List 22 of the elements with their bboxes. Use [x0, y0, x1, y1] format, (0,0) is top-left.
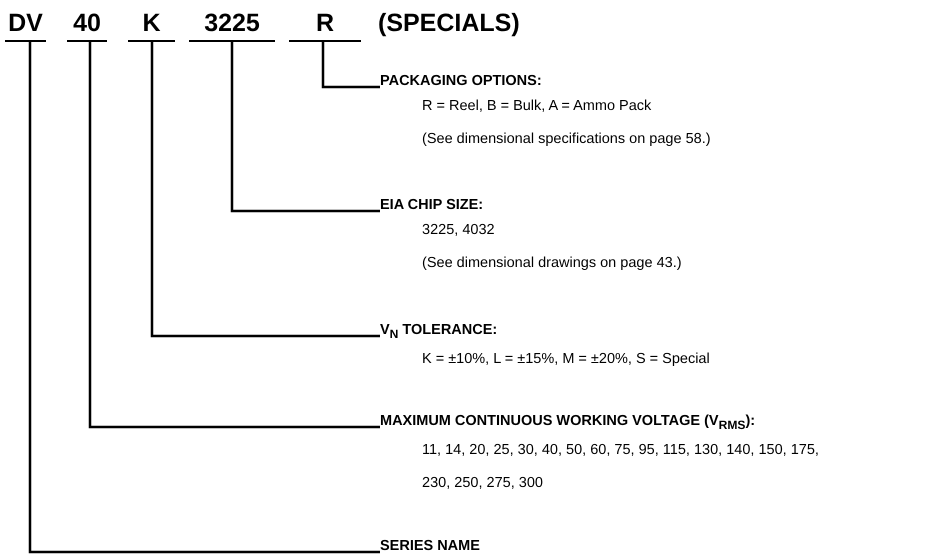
- leader-line: [28, 41, 380, 554]
- code-segment: 3225: [189, 6, 275, 42]
- field-description: R = Reel, B = Bulk, A = Ammo Pack: [422, 97, 652, 116]
- leader-line: [230, 41, 380, 212]
- code-segment: K: [128, 6, 175, 42]
- field-heading: SERIES NAME: [380, 537, 480, 555]
- field-description: K = ±10%, L = ±15%, M = ±20%, S = Special: [422, 350, 710, 369]
- field-description: (See dimensional specifications on page 58.): [422, 130, 711, 149]
- field-description: 3225, 4032: [422, 221, 496, 240]
- field-description: (See dimensional drawings on page 43.): [422, 254, 682, 273]
- leader-line: [88, 41, 380, 428]
- field-heading: MAXIMUM CONTINUOUS WORKING VOLTAGE (V$_{RMS}$):: [380, 412, 756, 434]
- code-segment: R: [289, 6, 361, 42]
- code-segment: 40: [67, 6, 107, 42]
- field-heading: PACKAGING OPTIONS:: [380, 72, 543, 90]
- field-heading: V$_{N}$ TOLERANCE:: [380, 321, 498, 343]
- suffix-note: (SPECIALS): [378, 8, 520, 39]
- field-description: 11, 14, 20, 25, 30, 40, 50, 60, 75, 95, 115, 130, 140, 150, 175, 230, 250, 275, 300: [422, 440, 820, 493]
- field-heading: EIA CHIP SIZE:: [380, 196, 484, 214]
- code-segment: DV: [5, 6, 46, 42]
- leader-line: [322, 41, 380, 88]
- leader-line: [150, 41, 380, 338]
